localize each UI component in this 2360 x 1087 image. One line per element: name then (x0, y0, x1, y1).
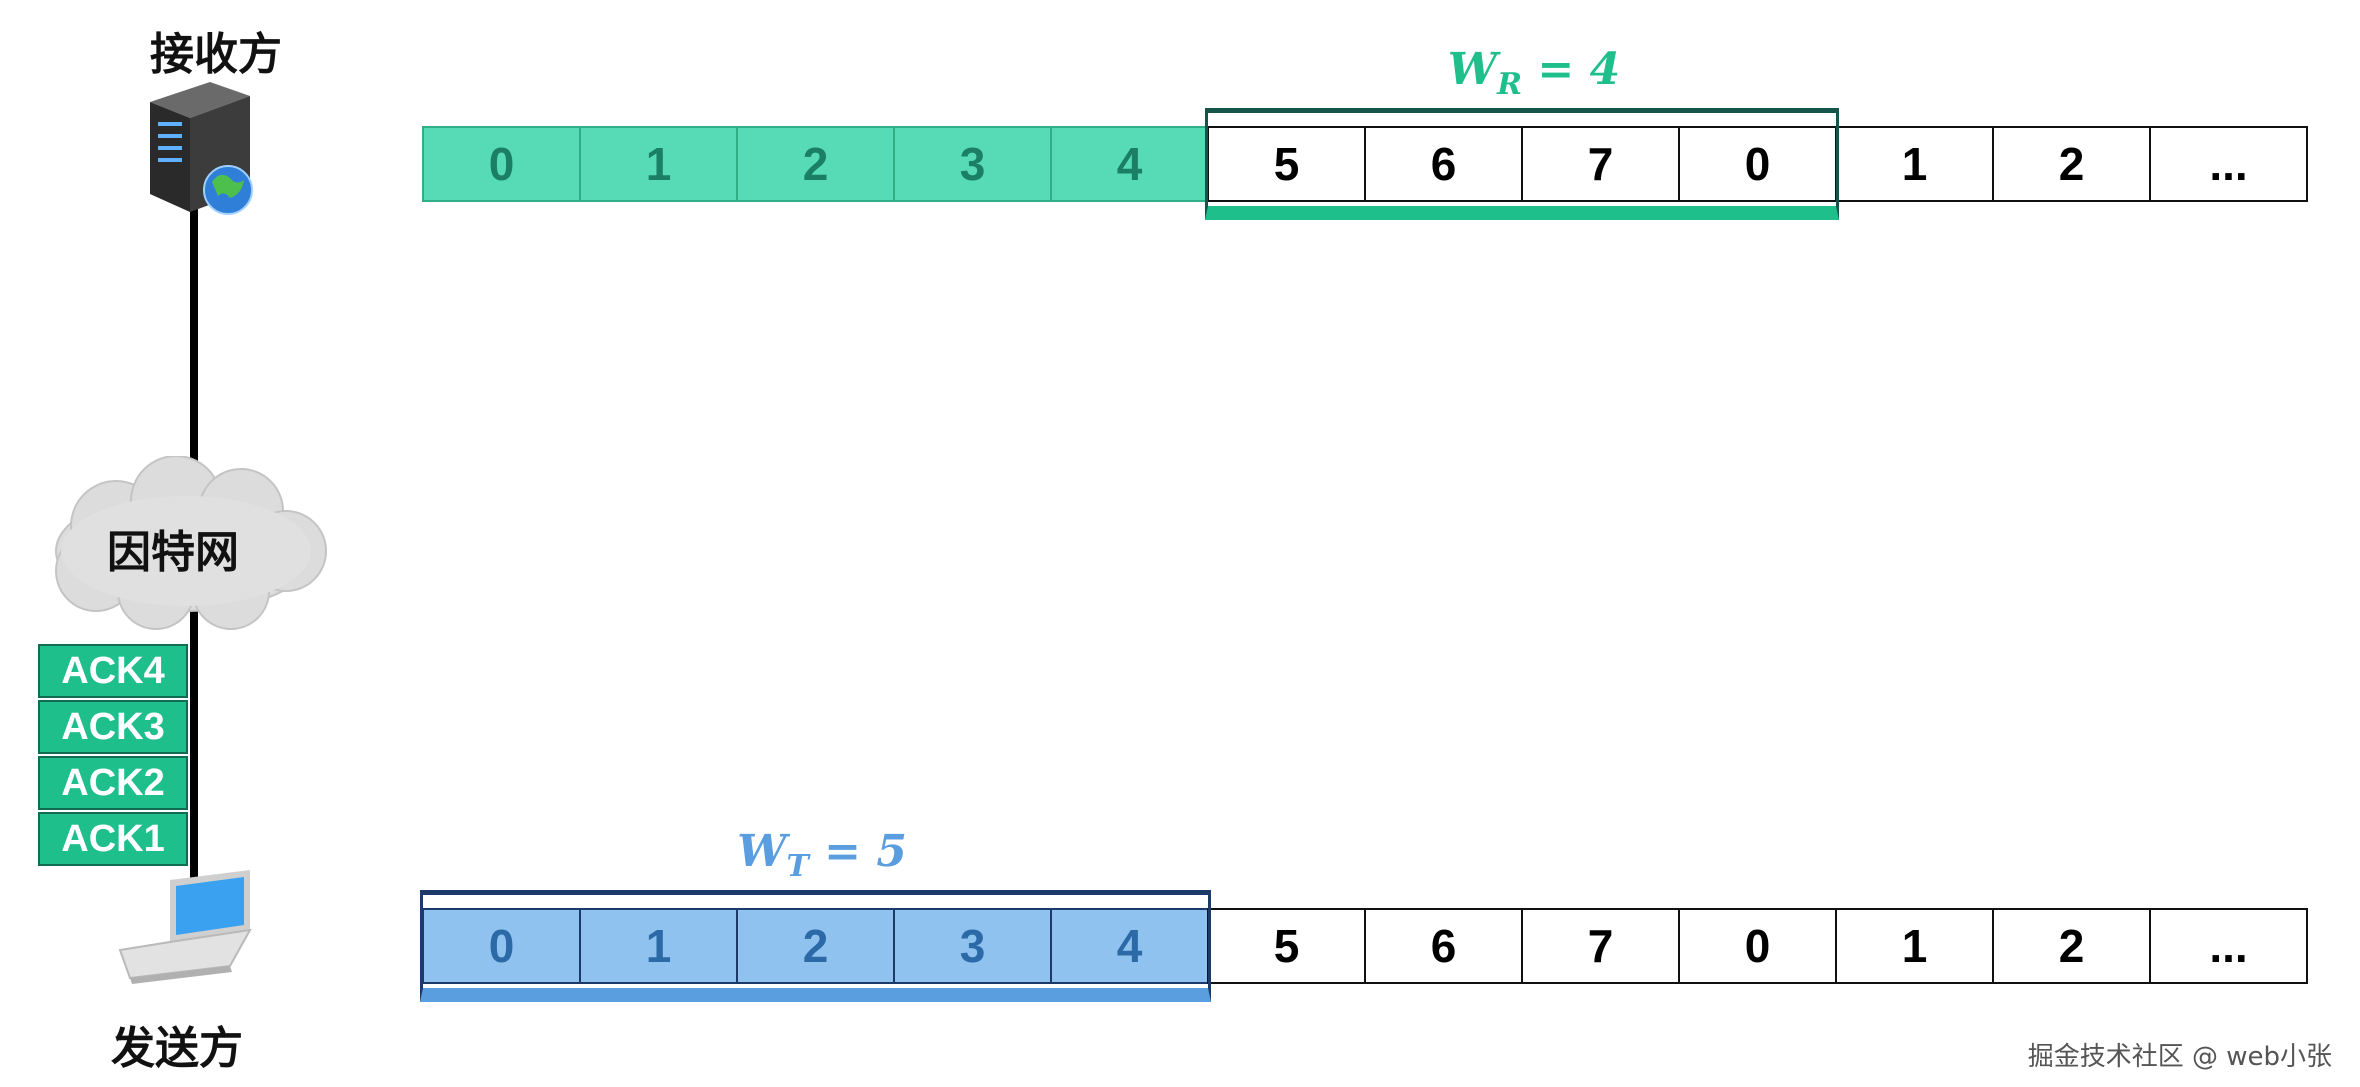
sequence-cell: ... (2149, 908, 2308, 984)
sequence-cell: 3 (893, 908, 1052, 984)
sequence-cell: 0 (422, 126, 581, 202)
sequence-cell: 4 (1050, 908, 1209, 984)
sender-title: 发送方 (111, 1023, 243, 1074)
sequence-cell: 0 (422, 908, 581, 984)
sequence-cell: 3 (893, 126, 1052, 202)
sender-window-label: WT = 5 (737, 826, 907, 884)
sender-window-equals: = 5 (808, 826, 907, 877)
receiver-window-label: WR = 4 (1448, 44, 1620, 102)
sender-window-symbol: W (737, 826, 787, 877)
sender-window-frame (420, 890, 1211, 1002)
sequence-cell: 6 (1364, 908, 1523, 984)
sequence-cell: 1 (1835, 908, 1994, 984)
ack-item: ACK4 (38, 644, 188, 698)
sequence-cell: 5 (1207, 126, 1366, 202)
network-label: 因特网 (107, 527, 239, 578)
sequence-cell: 4 (1050, 126, 1209, 202)
sequence-cell: 7 (1521, 908, 1680, 984)
sequence-cell: 6 (1364, 126, 1523, 202)
receiver-window-frame (1205, 108, 1839, 220)
laptop-icon (118, 870, 252, 984)
sequence-cell: 5 (1207, 908, 1366, 984)
sequence-cell: 2 (1992, 908, 2151, 984)
sequence-cell: 2 (1992, 126, 2151, 202)
receiver-window-equals: = 4 (1522, 44, 1621, 95)
sequence-cell: 0 (1678, 908, 1837, 984)
sequence-cell: 0 (1678, 126, 1837, 202)
receiver-window-subscript: R (1497, 67, 1523, 102)
ack-item: ACK2 (38, 756, 188, 810)
server-icon (150, 82, 253, 215)
sequence-cell: 1 (579, 908, 738, 984)
sequence-cell: 1 (579, 126, 738, 202)
cloud-icon (55, 456, 327, 630)
sender-window-subscript: T (786, 849, 809, 884)
sequence-cell: 1 (1835, 126, 1994, 202)
receiver-window-symbol: W (1447, 44, 1498, 95)
sequence-cell: 2 (736, 126, 895, 202)
watermark: 掘金技术社区 @ web小张 (2027, 1042, 2332, 1072)
receiver-title: 接收方 (150, 29, 282, 80)
sequence-cell: 7 (1521, 126, 1680, 202)
ack-item: ACK1 (38, 812, 188, 866)
ack-item: ACK3 (38, 700, 188, 754)
sequence-cell: ... (2149, 126, 2308, 202)
